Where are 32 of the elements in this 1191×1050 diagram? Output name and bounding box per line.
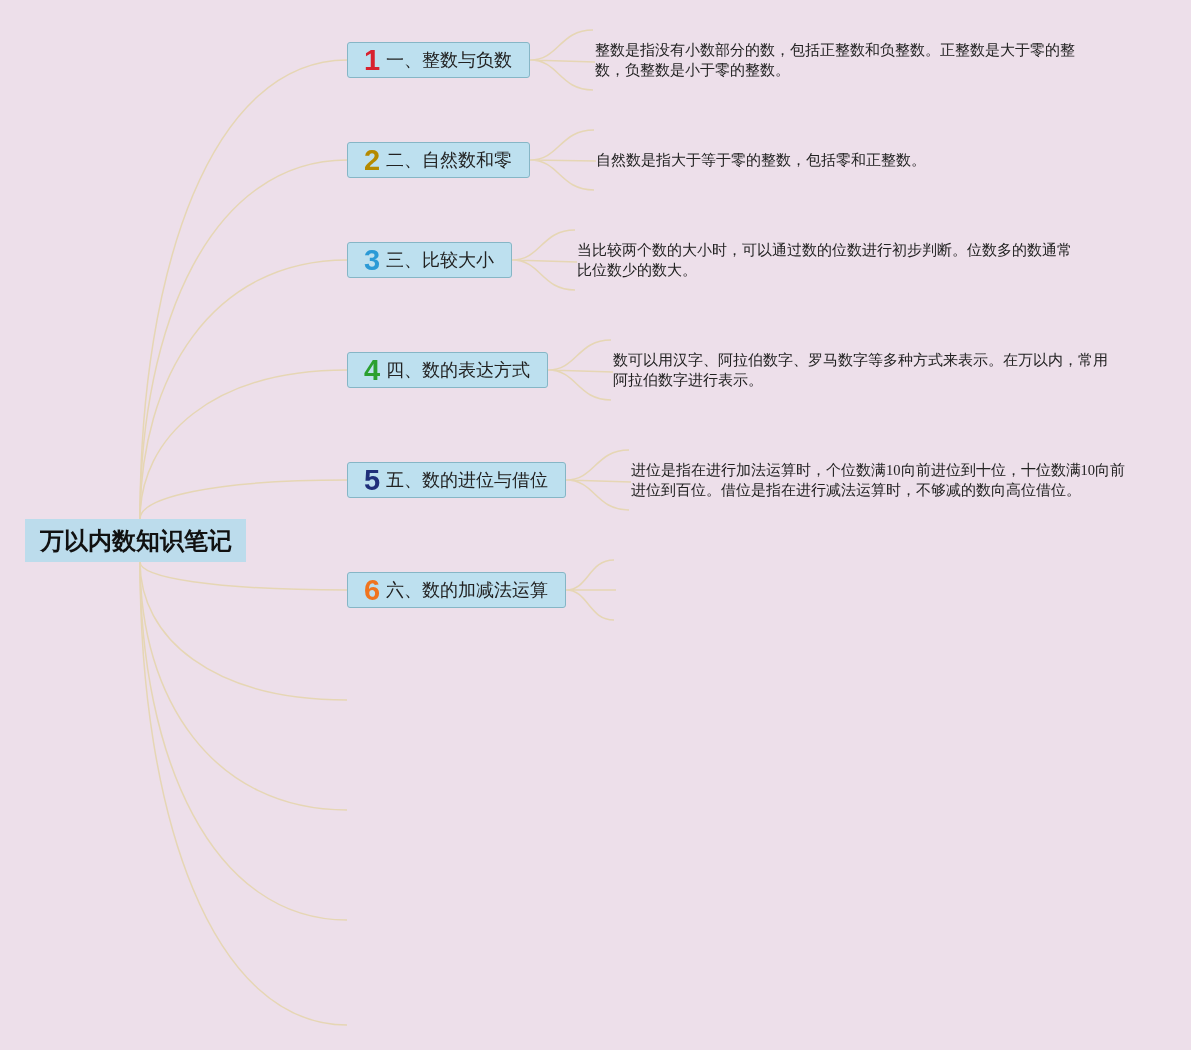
branch-line [529, 129, 597, 191]
topic-box [347, 352, 548, 388]
description-text: 自然数是指大于等于零的整数，包括零和正整数。 [596, 150, 1096, 172]
number-label: 3 [364, 245, 381, 275]
branch-line [565, 449, 632, 511]
topic-box [347, 42, 530, 78]
branch-line [139, 479, 348, 520]
topic-box [347, 242, 512, 278]
description-text: 当比较两个数的大小时，可以通过数的位数进行初步判断。位数多的数通常比位数少的数大。 [577, 240, 1077, 284]
branch-line [547, 339, 614, 401]
number-label: 6 [364, 575, 381, 605]
central-topic-box: 万以内数知识笔记 [25, 519, 246, 562]
branch-line [529, 29, 596, 91]
description-text: 数可以用汉字、阿拉伯数字、罗马数字等多种方式来表示。在万以内，常用阿拉伯数字进行表示。 [613, 350, 1113, 394]
topic-title: 三、比较大小 [386, 248, 495, 272]
topic-title: 二、自然数和零 [386, 148, 513, 172]
number-label: 1 [364, 45, 381, 75]
topic-box [347, 572, 566, 608]
topic-title: 一、整数与负数 [386, 48, 513, 72]
topic-title: 四、数的表达方式 [386, 358, 531, 382]
number-label: 5 [364, 465, 381, 495]
topic-title: 六、数的加减法运算 [386, 578, 549, 602]
topic-box [347, 462, 566, 498]
number-label: 2 [364, 145, 381, 175]
branch-line [565, 559, 617, 621]
topic-box [347, 142, 530, 178]
number-label: 4 [364, 355, 381, 385]
description-text: 整数是指没有小数部分的数，包括正整数和负整数。正整数是大于零的整数，负整数是小于零的整数。 [595, 40, 1095, 84]
description-text: 进位是指在进行加法运算时，个位数满10向前进位到十位，十位数满10向前进位到百位。借位是指在进行减法运算时，不够减的数向高位借位。 [631, 460, 1131, 504]
branch-line [511, 229, 578, 291]
branch-line [139, 369, 348, 520]
topic-title: 五、数的进位与借位 [386, 468, 549, 492]
